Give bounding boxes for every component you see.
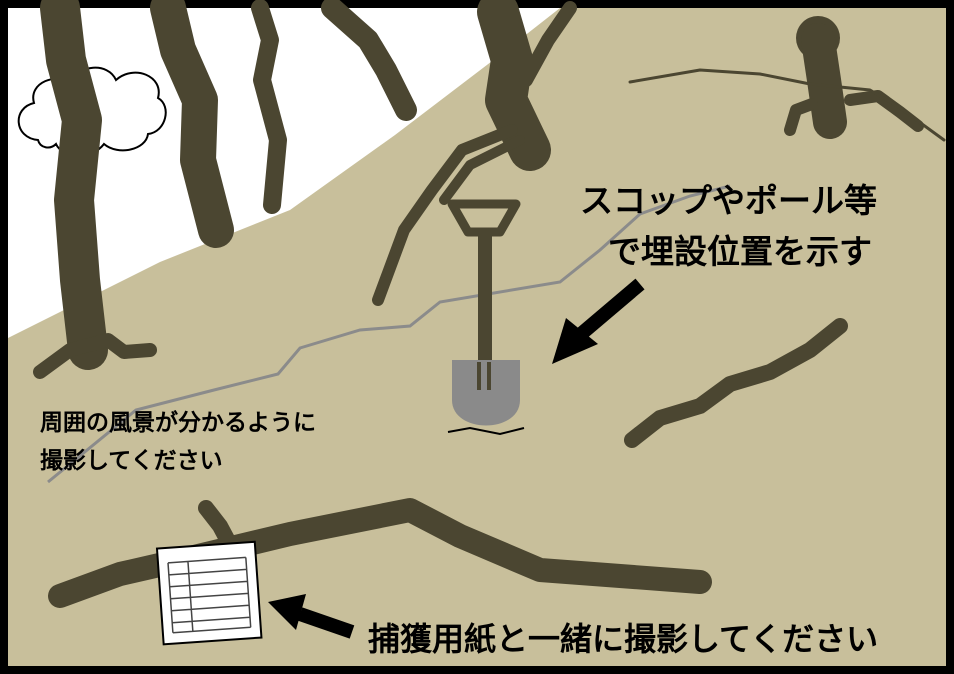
arrow-to-shovel — [569, 278, 645, 346]
shovel-icon — [447, 199, 525, 436]
tree-trunk-mid — [477, 0, 551, 171]
tree-root-mid — [372, 124, 518, 306]
shovel-handle-grip — [447, 199, 521, 237]
ground-root-right — [624, 318, 848, 448]
mountain-trail — [47, 184, 731, 484]
tree-branch-mid — [519, 1, 577, 87]
shovel-ground-line — [447, 426, 525, 436]
tree-trunk-3 — [251, 0, 287, 214]
tree-trunk-4 — [321, 0, 417, 121]
arrow-to-sheet-head — [268, 594, 306, 630]
trees — [33, 0, 946, 608]
record-sheet-caption: 捕獲用紙と一緒に撮影してください — [368, 620, 878, 658]
tree-root-right — [784, 98, 818, 136]
record-sheet-icon — [155, 540, 263, 646]
tree-trunk-2 — [150, 0, 234, 248]
ground-root-bottom — [48, 498, 712, 608]
arrow-to-sheet — [297, 607, 355, 639]
surroundings-caption-line1: 周囲の風景が分かるように — [40, 409, 316, 436]
shovel-blade — [452, 360, 520, 426]
marker-caption-line2: で埋設位置を示す — [608, 232, 872, 271]
shovel-blade-stripes — [477, 362, 491, 390]
tree-trunk-right — [801, 23, 847, 139]
tree-root-left — [33, 333, 157, 379]
ground-crack-right — [628, 68, 946, 142]
surroundings-caption-line2: 撮影してください — [40, 447, 223, 474]
hillside — [8, 8, 946, 666]
shovel-shaft — [478, 232, 492, 362]
tree-trunk-left — [40, 0, 108, 370]
tree-root-mid-2 — [439, 135, 525, 205]
marker-caption-line1: スコップやポール等 — [580, 181, 877, 220]
tree-root-right-2 — [844, 90, 924, 132]
sheet-grid — [167, 556, 252, 634]
arrows — [268, 278, 645, 639]
arrow-to-shovel-head — [552, 318, 598, 364]
